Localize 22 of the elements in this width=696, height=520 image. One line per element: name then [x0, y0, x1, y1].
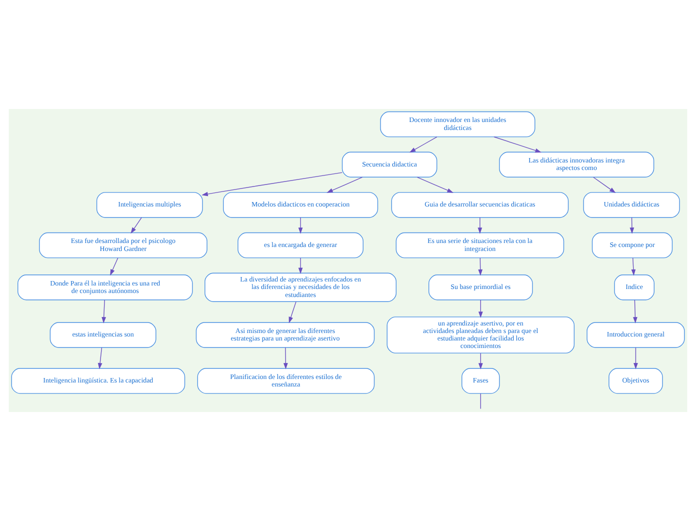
arrow [298, 216, 303, 234]
arrow [288, 300, 296, 323]
arrow [633, 299, 638, 323]
arrow [478, 257, 483, 276]
arrow [298, 257, 303, 274]
arrow [130, 216, 142, 234]
arrow [630, 216, 634, 234]
arrow [283, 346, 288, 369]
connector [480, 392, 481, 409]
arrow [98, 346, 102, 369]
arrow [326, 176, 363, 192]
arrow [478, 216, 482, 234]
arrow [478, 299, 483, 318]
arrow [102, 299, 106, 323]
arrow [593, 176, 616, 193]
arrow [634, 346, 638, 369]
arrow [409, 136, 438, 152]
arrow [202, 172, 342, 196]
arrow [494, 136, 542, 152]
arrow [631, 257, 636, 276]
arrow [478, 352, 483, 369]
arrow [110, 257, 118, 276]
